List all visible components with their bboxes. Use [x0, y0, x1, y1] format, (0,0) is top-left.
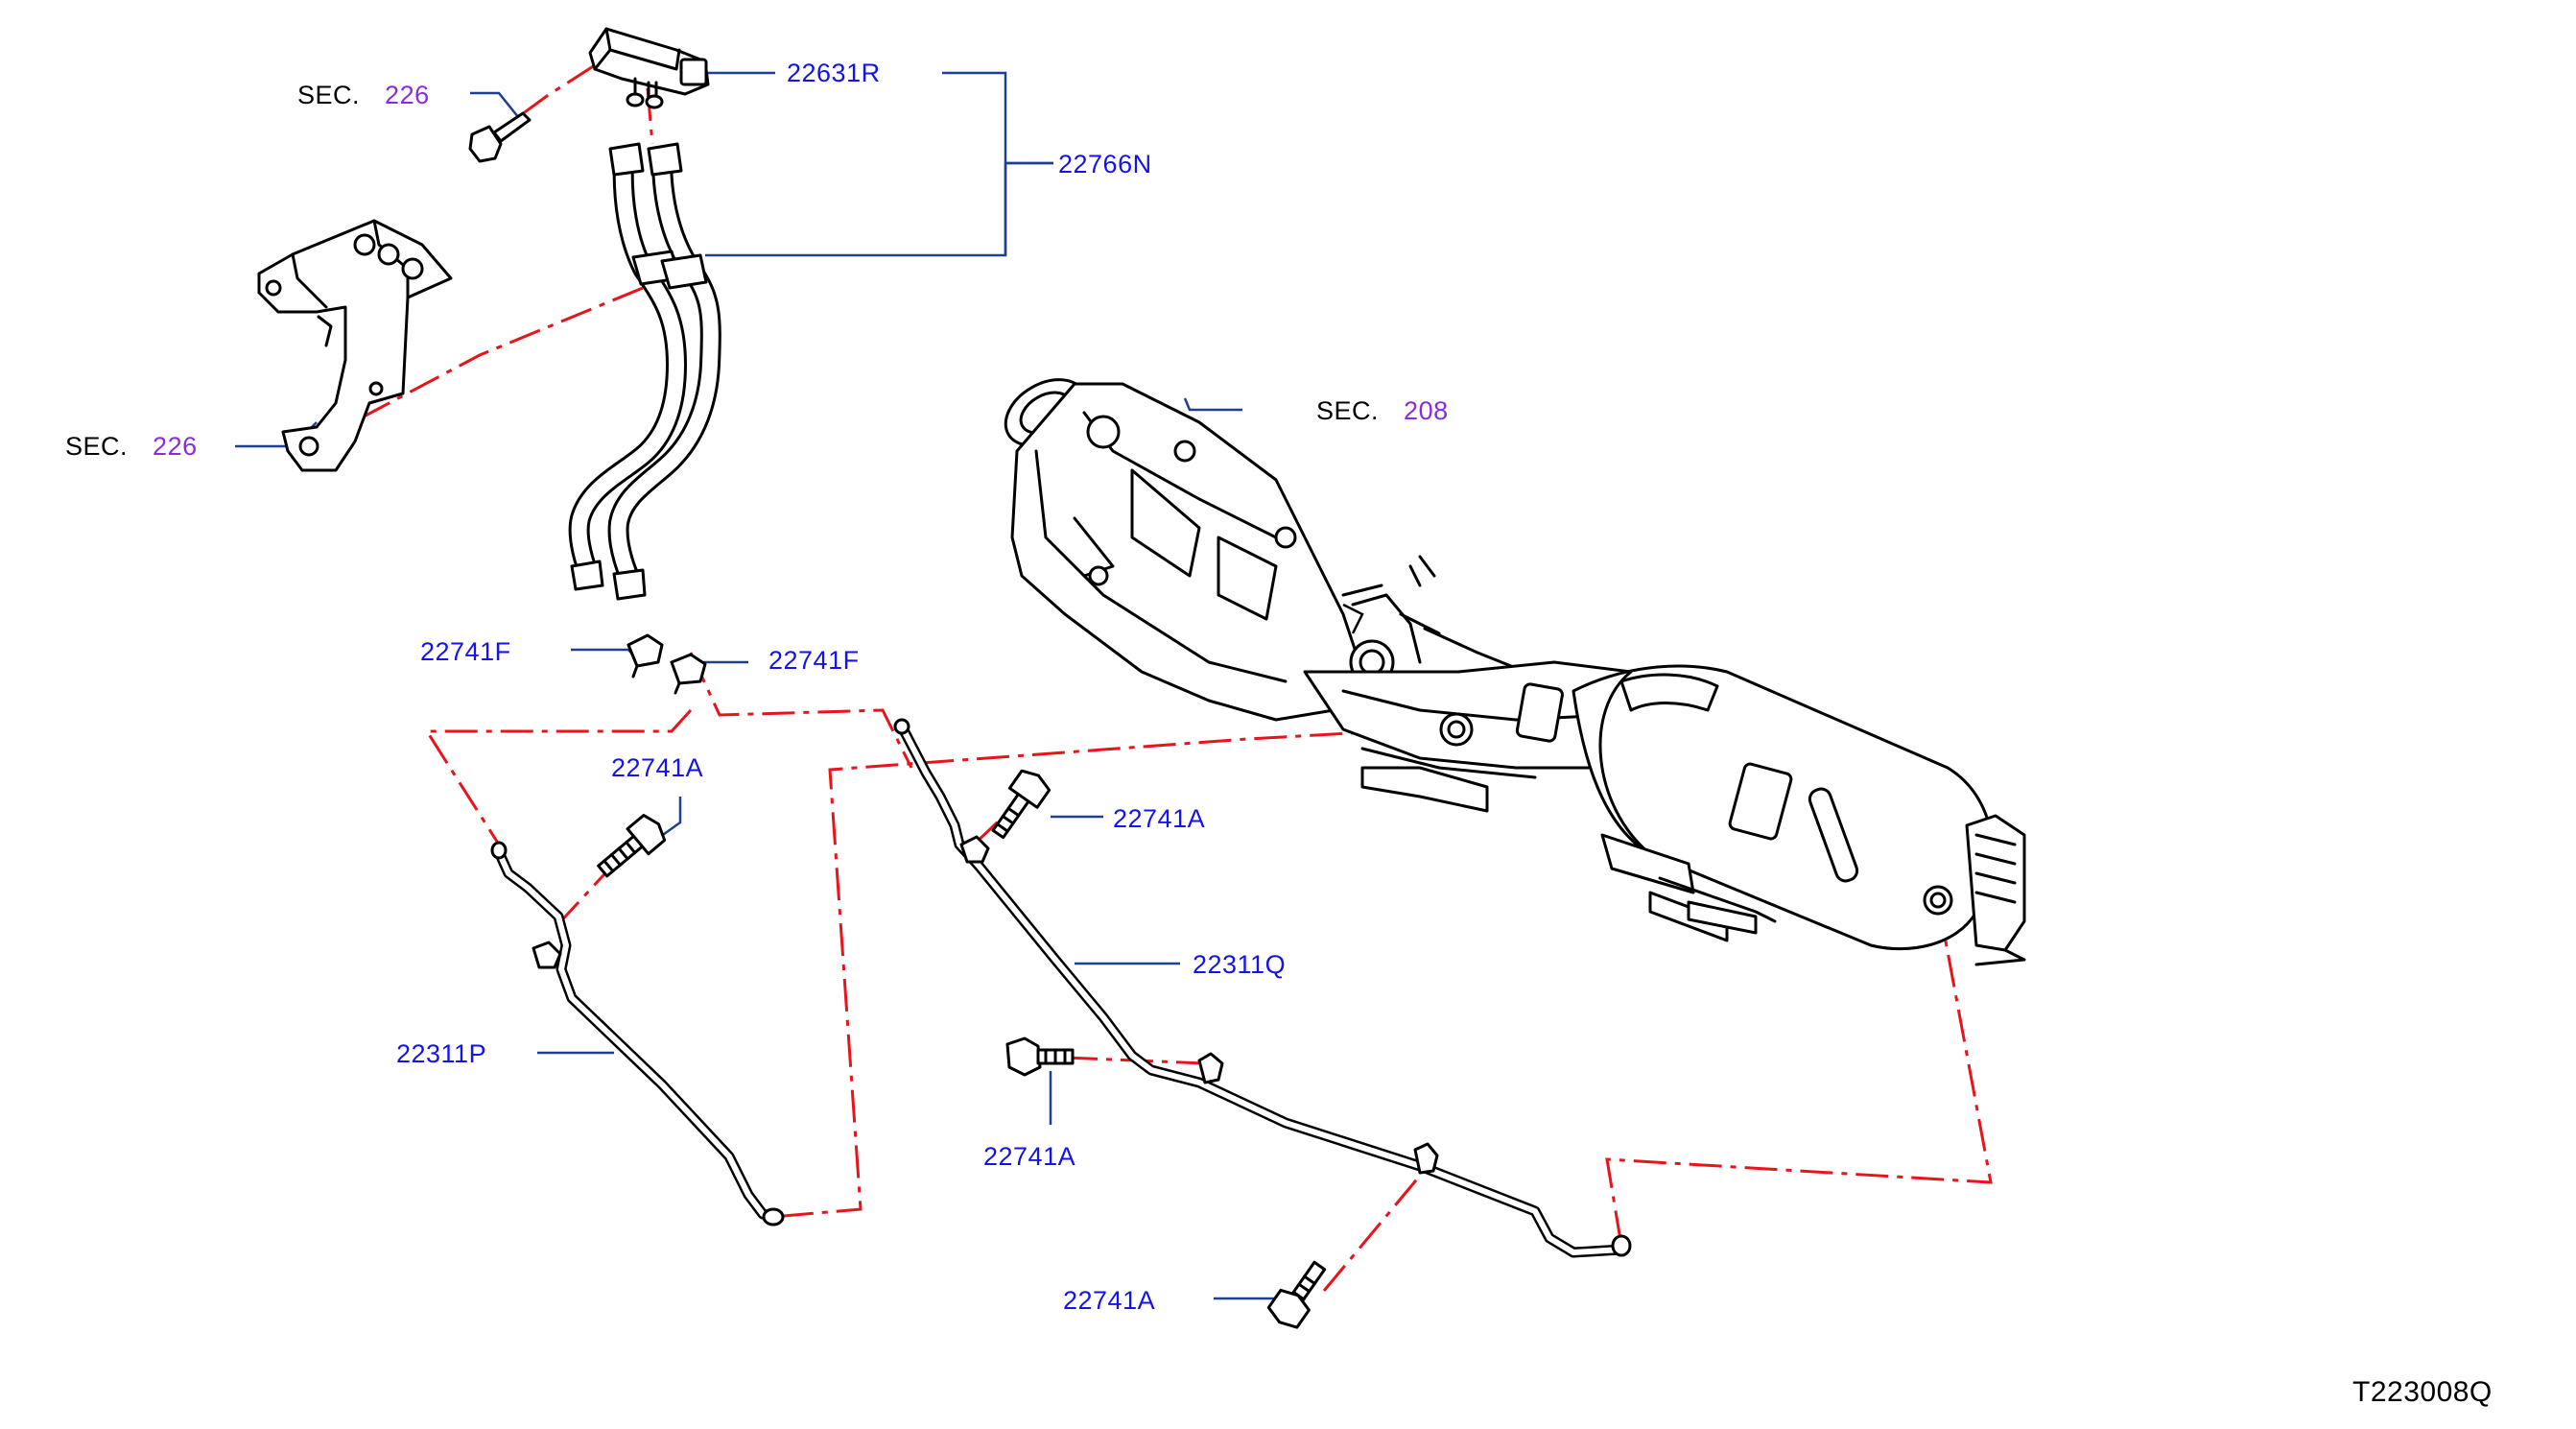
tube-right	[893, 718, 1632, 1258]
label-22741f-right: 22741F	[768, 646, 860, 675]
bolt-top	[468, 111, 532, 163]
label-22311p: 22311P	[396, 1039, 487, 1068]
assembly-lines	[316, 63, 1993, 1292]
mounting-bracket	[257, 219, 453, 472]
tube-left	[490, 841, 785, 1227]
sec-prefix: SEC.	[1316, 396, 1380, 425]
bolt-upper-right	[991, 769, 1052, 840]
sec-prefix: SEC.	[297, 81, 361, 109]
label-22631r: 22631R	[787, 59, 881, 87]
hose-clamps	[626, 633, 707, 695]
bolt-lower-middle	[1005, 1036, 1075, 1077]
label-sec-226-bracket: SEC. 226	[65, 432, 198, 461]
diagram-code: T223008Q	[2352, 1376, 2493, 1408]
pressure-sensor	[588, 27, 710, 109]
label-22311q: 22311Q	[1193, 950, 1287, 979]
bolt-upper-left	[597, 813, 667, 878]
hose-assembly	[568, 142, 721, 601]
sec-number: 226	[385, 81, 430, 109]
exhaust-filter-assembly	[1004, 378, 2026, 966]
sec-number: 208	[1404, 396, 1449, 425]
label-22741a-upper-right: 22741A	[1113, 804, 1206, 833]
bolt-bottom	[1266, 1260, 1327, 1329]
sec-prefix: SEC.	[65, 432, 129, 461]
label-sec-226-top: SEC. 226	[297, 81, 430, 109]
label-22766n: 22766N	[1058, 150, 1152, 179]
sec-number: 226	[153, 432, 198, 461]
label-22741a-upper-left: 22741A	[611, 753, 704, 782]
label-22741f-left: 22741F	[420, 637, 511, 666]
label-sec-208: SEC. 208	[1316, 396, 1449, 425]
label-22741a-lower-middle: 22741A	[983, 1142, 1076, 1171]
label-22741a-bottom: 22741A	[1063, 1286, 1156, 1315]
